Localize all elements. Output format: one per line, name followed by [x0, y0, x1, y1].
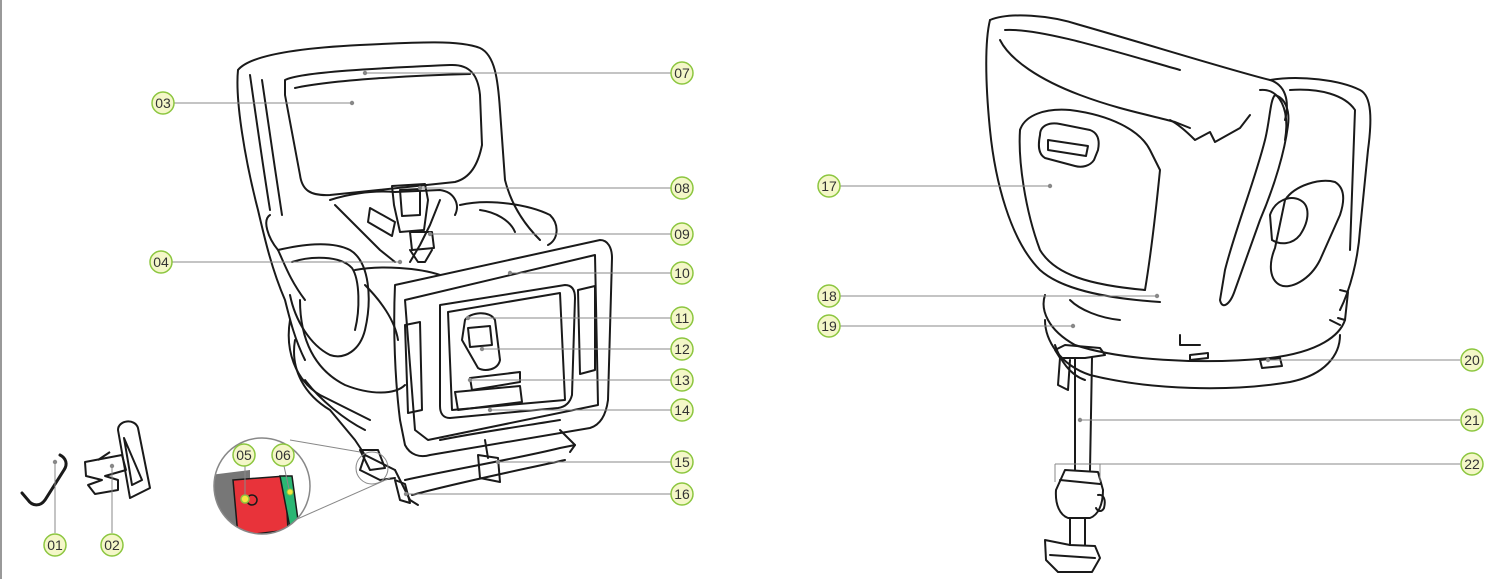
svg-text:04: 04	[153, 254, 169, 270]
callout-12: 12	[670, 337, 694, 361]
callout-08: 08	[670, 176, 694, 200]
svg-text:15: 15	[674, 454, 690, 470]
callout-labels: 01 02 03 04 05 06 07 08 09 10 11 12 13 1…	[43, 61, 1484, 557]
callout-11: 11	[670, 306, 694, 330]
callout-02: 02	[100, 533, 124, 557]
callout-10: 10	[670, 261, 694, 285]
callout-05: 05	[232, 443, 256, 467]
svg-text:22: 22	[1464, 456, 1480, 472]
svg-text:12: 12	[674, 341, 690, 357]
svg-text:07: 07	[674, 65, 690, 81]
svg-text:01: 01	[47, 537, 63, 553]
anchor-dots	[52, 70, 1271, 497]
callout-15: 15	[670, 450, 694, 474]
svg-text:05: 05	[236, 447, 252, 463]
callout-01: 01	[43, 533, 67, 557]
callout-19: 19	[817, 314, 841, 338]
seat-front-view-drawing	[236, 41, 613, 506]
callout-13: 13	[670, 368, 694, 392]
headrest-outline	[284, 63, 483, 197]
svg-text:14: 14	[674, 402, 690, 418]
accessory-hook-drawing	[20, 453, 68, 507]
callout-16: 16	[670, 482, 694, 506]
svg-text:06: 06	[275, 447, 291, 463]
callout-07: 07	[670, 61, 694, 85]
callout-22: 22	[1460, 452, 1484, 476]
svg-text:09: 09	[674, 226, 690, 242]
callout-14: 14	[670, 398, 694, 422]
svg-text:19: 19	[821, 318, 837, 334]
lock-red-indicator	[232, 475, 289, 534]
impact-shield-outline	[393, 239, 613, 458]
callout-21: 21	[1460, 408, 1484, 432]
svg-text:17: 17	[821, 178, 837, 194]
callout-04: 04	[149, 250, 173, 274]
svg-text:20: 20	[1464, 352, 1480, 368]
svg-text:02: 02	[104, 537, 120, 553]
svg-text:11: 11	[675, 310, 690, 326]
callout-03: 03	[151, 91, 175, 115]
callout-09: 09	[670, 222, 694, 246]
leader-lines	[54, 72, 1460, 533]
callout-20: 20	[1460, 348, 1484, 372]
svg-text:13: 13	[674, 372, 690, 388]
svg-text:16: 16	[674, 486, 690, 502]
accessory-clip-drawing	[84, 420, 151, 499]
svg-text:03: 03	[155, 95, 171, 111]
seat-rear-view-drawing	[985, 14, 1372, 573]
svg-text:18: 18	[821, 288, 837, 304]
svg-text:21: 21	[1464, 412, 1480, 428]
svg-text:10: 10	[674, 265, 690, 281]
callout-06: 06	[271, 443, 295, 467]
callout-18: 18	[817, 284, 841, 308]
callout-17: 17	[817, 174, 841, 198]
svg-text:08: 08	[674, 180, 690, 196]
